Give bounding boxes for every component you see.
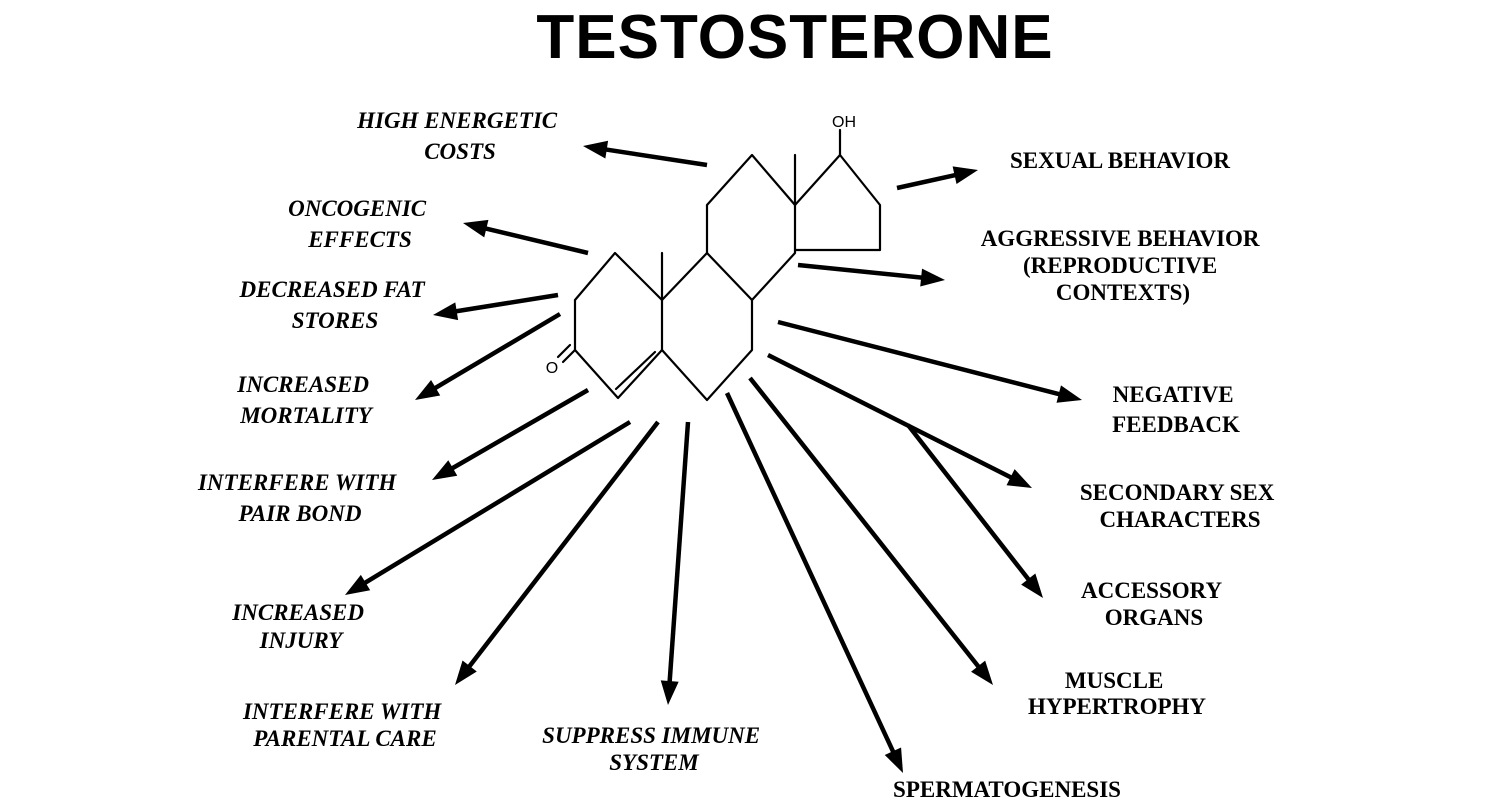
ring-d-bonds bbox=[793, 153, 882, 252]
effect-arrows bbox=[345, 140, 1082, 773]
arrow-decreased-fat-stores bbox=[433, 292, 559, 321]
label-high-energetic-costs: HIGH ENERGETIC COSTS bbox=[356, 108, 563, 164]
arrow-head bbox=[463, 219, 489, 238]
arrow-shaft bbox=[432, 312, 562, 391]
arrow-shaft bbox=[454, 292, 559, 314]
arrow-shaft bbox=[896, 172, 958, 191]
arrow-increased-mortality bbox=[415, 312, 562, 400]
label-increased-mortality: INCREASED MORTALITY bbox=[236, 372, 374, 428]
arrow-muscle-hypertrophy bbox=[748, 376, 993, 685]
ring-b-bonds bbox=[660, 251, 754, 402]
testosterone-molecule: O OH bbox=[546, 114, 882, 402]
arrow-head bbox=[920, 268, 945, 287]
arrow-interfere-pair-bond bbox=[432, 388, 590, 480]
arrow-head bbox=[1021, 573, 1043, 598]
label-accessory-organs: ACCESSORY ORGANS bbox=[1081, 578, 1227, 630]
arrow-negative-feedback bbox=[777, 319, 1082, 403]
label-muscle-hypertrophy: MUSCLE HYPERTROPHY bbox=[1028, 668, 1206, 719]
arrow-head bbox=[583, 140, 609, 159]
arrow-suppress-immune-system bbox=[660, 421, 691, 705]
arrow-shaft bbox=[362, 420, 632, 586]
arrow-head bbox=[971, 660, 993, 685]
arrow-shaft bbox=[748, 376, 982, 670]
arrow-head bbox=[432, 460, 458, 480]
arrow-head bbox=[1006, 469, 1032, 488]
label-increased-injury: INCREASED INJURY bbox=[231, 600, 369, 653]
label-aggressive-behavior: AGGRESSIVE BEHAVIOR (REPRODUCTIVE CONTEX… bbox=[981, 226, 1266, 305]
hydroxyl-label: OH bbox=[832, 114, 856, 131]
arrow-head bbox=[1056, 385, 1082, 403]
arrow-shaft bbox=[797, 262, 924, 281]
arrow-shaft bbox=[906, 423, 1032, 583]
ring-c-bonds bbox=[705, 153, 797, 302]
arrow-shaft bbox=[777, 319, 1062, 397]
arrow-oncogenic-effects bbox=[463, 219, 589, 256]
arrow-accessory-organs bbox=[906, 423, 1043, 598]
arrow-head bbox=[433, 302, 459, 321]
label-suppress-immune-system: SUPPRESS IMMUNE SYSTEM bbox=[542, 723, 766, 775]
arrow-secondary-sex-characters bbox=[766, 352, 1032, 488]
arrow-head bbox=[415, 380, 441, 400]
arrow-shaft bbox=[449, 388, 590, 471]
ring-a-bonds bbox=[573, 251, 664, 400]
arrow-spermatogenesis bbox=[724, 392, 903, 773]
label-negative-feedback: NEGATIVE FEEDBACK bbox=[1112, 382, 1240, 437]
label-interfere-parental-care: INTERFERE WITH PARENTAL CARE bbox=[242, 699, 447, 751]
arrow-sexual-behavior bbox=[896, 166, 978, 191]
arrow-head bbox=[952, 166, 978, 184]
arrow-high-energetic-costs bbox=[583, 140, 708, 168]
arrow-increased-injury bbox=[345, 420, 632, 595]
arrow-aggressive-behavior bbox=[797, 262, 945, 287]
diagram-title: TESTOSTERONE bbox=[536, 3, 1053, 72]
label-sexual-behavior: SEXUAL BEHAVIOR bbox=[1010, 148, 1230, 173]
arrow-shaft bbox=[766, 352, 1014, 481]
arrow-head bbox=[345, 574, 371, 595]
arrow-head bbox=[455, 660, 477, 685]
label-interfere-pair-bond: INTERFERE WITH PAIR BOND bbox=[197, 470, 402, 526]
arrow-shaft bbox=[466, 420, 660, 669]
arrow-head bbox=[884, 747, 903, 773]
ketone-bond-outer bbox=[561, 348, 577, 364]
arrow-shaft bbox=[604, 147, 708, 168]
arrow-shaft bbox=[724, 392, 896, 754]
label-oncogenic-effects: ONCOGENIC EFFECTS bbox=[288, 196, 432, 252]
ketone-bond-inner bbox=[556, 343, 572, 359]
arrow-shaft bbox=[667, 421, 691, 684]
label-secondary-sex-characters: SECONDARY SEX CHARACTERS bbox=[1080, 480, 1280, 532]
ketone-oxygen-label: O bbox=[546, 360, 558, 377]
double-bond-line bbox=[614, 350, 657, 391]
label-spermatogenesis: SPERMATOGENESIS bbox=[893, 777, 1121, 802]
arrow-head bbox=[660, 680, 679, 705]
arrow-interfere-parental-care bbox=[455, 420, 660, 685]
arrow-shaft bbox=[483, 225, 589, 256]
label-decreased-fat-stores: DECREASED FAT STORES bbox=[239, 277, 431, 333]
